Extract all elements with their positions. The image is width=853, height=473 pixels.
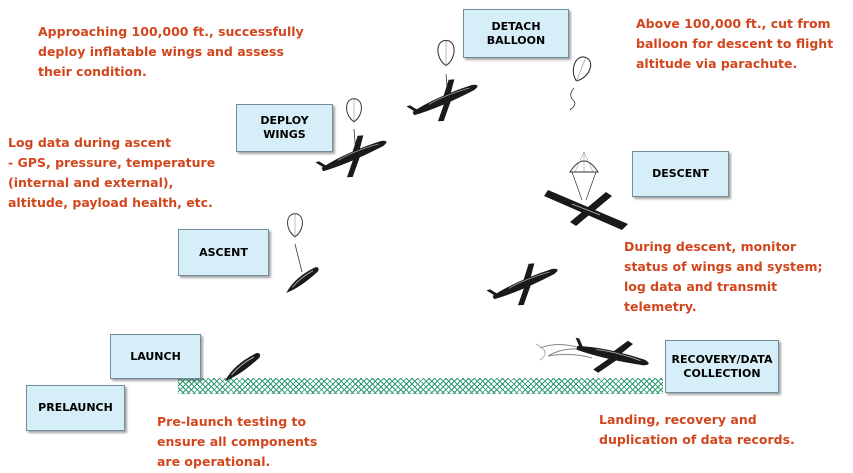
detach-balloon-vehicle xyxy=(402,39,486,133)
stage-launch: LAUNCH xyxy=(110,334,201,379)
note-detach-balloon: Above 100,000 ft., cut from balloon for … xyxy=(636,16,834,71)
descent-plane xyxy=(482,254,566,317)
ascent-vehicle xyxy=(281,213,323,294)
released-balloon xyxy=(568,53,594,111)
stage-deploy-wings: DEPLOY WINGS xyxy=(236,104,333,152)
note-deploy-wings: Approaching 100,000 ft., successfully de… xyxy=(38,24,304,79)
deploy-wings-vehicle xyxy=(311,98,395,189)
stage-prelaunch: PRELAUNCH xyxy=(26,385,125,431)
stage-descent: DESCENT xyxy=(632,151,729,197)
ground-strip xyxy=(178,378,663,394)
descent-vehicle xyxy=(544,151,628,230)
launch-vehicle xyxy=(219,351,265,383)
note-descent: During descent, monitor status of wings … xyxy=(624,239,823,314)
stage-recovery: RECOVERY/DATA COLLECTION xyxy=(665,340,779,393)
stage-detach-balloon: DETACH BALLOON xyxy=(463,9,569,58)
note-recovery: Landing, recovery and duplication of dat… xyxy=(599,412,795,447)
note-prelaunch: Pre-launch testing to ensure all compone… xyxy=(157,414,318,469)
note-ascent: Log data during ascent - GPS, pressure, … xyxy=(8,135,216,210)
landing-plane xyxy=(535,327,654,385)
stage-ascent: ASCENT xyxy=(178,229,269,276)
